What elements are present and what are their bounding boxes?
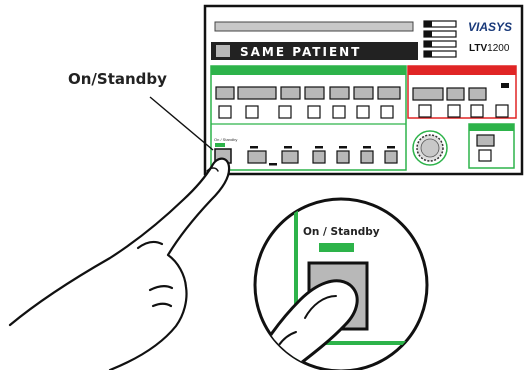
red-setting-buttons (418, 104, 509, 118)
green-control-section (210, 65, 407, 171)
brand-label: VIASYS (468, 20, 512, 34)
indicator-strips (423, 20, 457, 58)
panel-button[interactable] (312, 150, 326, 164)
display-window (377, 86, 401, 100)
display-window (237, 86, 277, 100)
red-alarm-section (407, 65, 517, 119)
magnified-inset: On / Standby (253, 197, 429, 370)
right-green-panel (468, 123, 515, 169)
display-window (304, 86, 325, 100)
display-window (353, 86, 374, 100)
display-window (280, 86, 301, 100)
setting-button[interactable] (495, 104, 509, 118)
display-window (329, 86, 350, 100)
green-displays (215, 86, 401, 100)
display-window (412, 87, 444, 101)
panel-button[interactable] (360, 150, 374, 164)
display-bar (214, 21, 414, 32)
bottom-button-row: On / Standby (214, 137, 398, 166)
inset-led (319, 243, 354, 252)
button-marker (269, 163, 277, 166)
pointing-hand-icon (8, 157, 231, 370)
ventilator-device: VIASYS LTV1200 SAME PATIENT (203, 4, 524, 176)
inset-label: On / Standby (303, 226, 380, 238)
setting-button[interactable] (418, 104, 432, 118)
button-led (284, 146, 292, 149)
leader-line (149, 96, 214, 151)
banner-label: SAME PATIENT (240, 45, 361, 59)
button-led (363, 146, 371, 149)
panel-button[interactable] (247, 150, 267, 164)
setting-button[interactable] (218, 105, 232, 119)
button-led (339, 146, 347, 149)
display-window (446, 87, 465, 101)
setting-button[interactable] (447, 104, 461, 118)
setting-button[interactable] (245, 105, 259, 119)
setting-button[interactable] (307, 105, 321, 119)
button-led (387, 146, 395, 149)
green-setting-buttons (218, 105, 394, 119)
dial-knob-icon[interactable] (412, 130, 448, 166)
setting-button[interactable] (356, 105, 370, 119)
callout-label: On/Standby (68, 70, 167, 88)
callout: On/Standby (68, 70, 214, 151)
model-label: LTV1200 (469, 43, 510, 54)
setting-button[interactable] (470, 104, 484, 118)
panel-button[interactable] (384, 150, 398, 164)
red-displays (412, 87, 487, 101)
setting-button[interactable] (278, 105, 292, 119)
same-patient-banner[interactable]: SAME PATIENT (211, 42, 418, 60)
display-window (468, 87, 487, 101)
button-led (250, 146, 258, 149)
display-window (215, 86, 235, 100)
panel-button[interactable] (336, 150, 350, 164)
setting-button[interactable] (380, 105, 394, 119)
setting-button[interactable] (332, 105, 346, 119)
on-standby-led (215, 143, 225, 147)
panel-button[interactable] (281, 150, 299, 164)
on-standby-caption: On / Standby (214, 137, 237, 142)
button-led (315, 146, 323, 149)
